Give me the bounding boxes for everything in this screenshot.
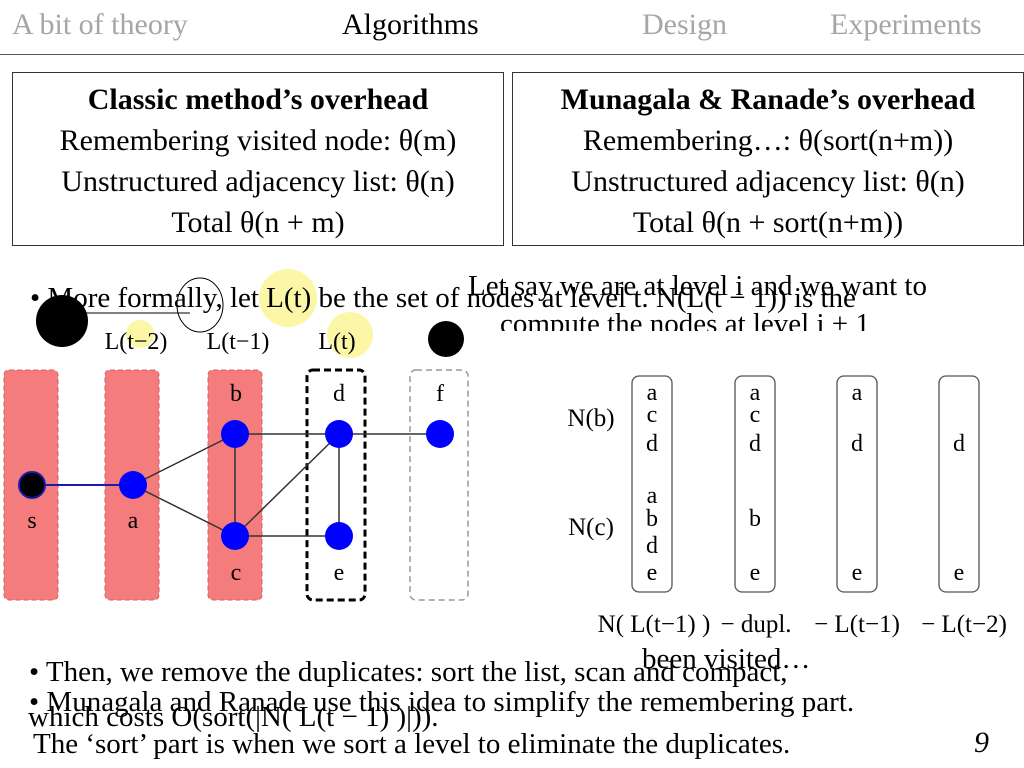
list-entry: b bbox=[646, 506, 658, 532]
nav-item-theory[interactable]: A bit of theory bbox=[12, 8, 188, 41]
classic-overhead-line: Unstructured adjacency list: θ(n) bbox=[61, 165, 455, 198]
caption-neighbors: N( L(t−1) ) bbox=[598, 611, 711, 638]
list-entry: a bbox=[647, 483, 658, 509]
nav-item-design[interactable]: Design bbox=[642, 8, 727, 41]
mr-overhead-line: Total θ(n + sort(n+m)) bbox=[632, 206, 904, 239]
list-entry: b bbox=[749, 506, 761, 532]
classic-overhead-box: Classic method’s overhead Remembering vi… bbox=[12, 72, 504, 246]
list-entry: d bbox=[646, 431, 658, 457]
node-d bbox=[325, 420, 353, 448]
node-label-c: c bbox=[231, 560, 242, 586]
next-level-f bbox=[409, 369, 469, 601]
highlight-blob bbox=[126, 320, 154, 348]
mr-overhead-box: Munagala & Ranade’s overhead Remembering… bbox=[512, 72, 1024, 246]
nav-item-experiments[interactable]: Experiments bbox=[830, 8, 982, 41]
node-e bbox=[325, 522, 353, 550]
row-label-nb: N(b) bbox=[567, 405, 614, 432]
list-entry: e bbox=[647, 560, 658, 586]
list-entry: d bbox=[749, 431, 761, 457]
edge-a-c bbox=[132, 484, 236, 537]
list-entry: c bbox=[647, 402, 658, 428]
munagala-text: • Munagala and Ranade use this idea to s… bbox=[29, 686, 855, 718]
highlight-blob bbox=[259, 269, 317, 327]
classic-overhead-line: Remembering visited node: θ(m) bbox=[59, 124, 457, 157]
row-label-nc: N(c) bbox=[568, 514, 614, 541]
node-f bbox=[426, 420, 454, 448]
node-label-s: s bbox=[27, 508, 36, 534]
node-label-b: b bbox=[230, 381, 242, 407]
list-entry: a bbox=[852, 380, 863, 406]
level-label-l-t-minus-1: L(t−1) bbox=[207, 329, 270, 355]
node-label-e: e bbox=[334, 560, 345, 586]
list-entry: e bbox=[954, 560, 965, 586]
formally-text: • More formally, let L(t) be the set of … bbox=[30, 282, 856, 314]
node-label-a: a bbox=[128, 508, 139, 534]
list-column bbox=[938, 375, 980, 593]
edge-c-d bbox=[234, 433, 340, 537]
current-level-de bbox=[305, 368, 367, 602]
classic-overhead-title: Classic method’s overhead bbox=[87, 83, 429, 116]
compute-text: compute the nodes at level i + 1 bbox=[500, 310, 870, 331]
node-label-f: f bbox=[436, 381, 444, 407]
level-label-l-t: L(t) bbox=[318, 329, 355, 355]
node-b bbox=[221, 420, 249, 448]
node-a bbox=[119, 471, 147, 499]
list-column bbox=[631, 375, 673, 593]
mr-overhead-line: Remembering…: θ(sort(n+m)) bbox=[582, 124, 954, 157]
mr-overhead-line: Unstructured adjacency list: θ(n) bbox=[571, 165, 965, 198]
classic-overhead-line: Total θ(n + m) bbox=[171, 206, 345, 239]
edge-a-b bbox=[132, 433, 236, 486]
page-number: 9 bbox=[974, 726, 989, 759]
list-entry: c bbox=[750, 402, 761, 428]
list-column bbox=[836, 375, 878, 593]
been-visited-text: been visited… bbox=[642, 643, 811, 675]
then-text-line1: • Then, we remove the duplicates: sort t… bbox=[29, 656, 788, 688]
list-entry: a bbox=[647, 380, 658, 406]
highlight-blob bbox=[327, 312, 373, 358]
list-entry: e bbox=[852, 560, 863, 586]
sort-part-text: The ‘sort’ part is when we sort a level … bbox=[33, 728, 791, 760]
section-nav: A bit of theory Algorithms Design Experi… bbox=[0, 0, 1024, 55]
outline-circle bbox=[176, 277, 224, 333]
level-label-l-t-minus-2: L(t−2) bbox=[105, 329, 168, 355]
then-text-line2: which costs O(sort(|N( L(t − 1) )|)). bbox=[28, 701, 439, 733]
node-s bbox=[18, 471, 46, 499]
black-dot-icon bbox=[428, 321, 464, 357]
caption-minus-l-t-2: − L(t−2) bbox=[921, 611, 1007, 638]
list-column bbox=[734, 375, 776, 593]
nav-item-algorithms[interactable]: Algorithms bbox=[342, 8, 479, 41]
list-entry: d bbox=[953, 431, 965, 457]
list-entry: e bbox=[750, 560, 761, 586]
mr-overhead-title: Munagala & Ranade’s overhead bbox=[560, 83, 976, 116]
list-entry: d bbox=[851, 431, 863, 457]
list-entry: a bbox=[750, 380, 761, 406]
node-label-d: d bbox=[333, 381, 345, 407]
caption-dupl: − dupl. bbox=[720, 611, 791, 638]
black-dot-icon bbox=[36, 295, 88, 347]
list-entry: d bbox=[646, 533, 658, 559]
node-c bbox=[221, 522, 249, 550]
let-say-text: Let say we are at level i and we want to bbox=[468, 270, 927, 302]
caption-minus-l-t-1: − L(t−1) bbox=[814, 611, 900, 638]
